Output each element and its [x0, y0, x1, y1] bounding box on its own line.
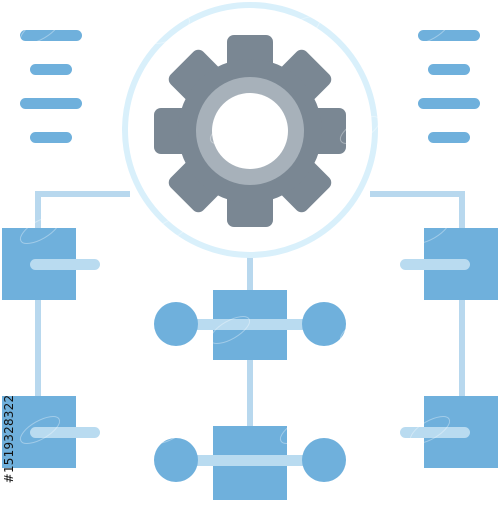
block-left-top-bar: [30, 259, 100, 270]
connector-left: [35, 191, 130, 228]
dash-left-4: [30, 132, 72, 143]
center-dot-left-bottom: [154, 438, 198, 482]
left-block-top: [2, 228, 100, 300]
dash-right-4: [428, 132, 470, 143]
gear-hole: [212, 93, 288, 169]
block-right-top-bar: [400, 259, 470, 270]
left-block-bottom: [2, 396, 100, 468]
center-bar-bottom-front: [198, 455, 302, 466]
center-dot-left-middle: [154, 302, 198, 346]
dash-left-2: [30, 64, 72, 75]
dash-right-3: [418, 98, 480, 109]
left-dashes: [20, 30, 82, 143]
dash-left-1: [20, 30, 82, 41]
icon-canvas: [2, 2, 498, 500]
right-block-bottom: [400, 396, 498, 468]
dash-left-3: [20, 98, 82, 109]
center-dot-right-bottom: [302, 438, 346, 482]
dash-right-2: [428, 64, 470, 75]
stock-id-label: #1519328322: [2, 394, 16, 484]
connector-lines: [35, 191, 465, 426]
center-node-bottom: [154, 426, 346, 500]
gear-icon: [154, 35, 346, 227]
connector-right: [370, 191, 465, 228]
center-node-middle: [154, 290, 346, 360]
block-right-bottom-bar: [400, 427, 470, 438]
block-left-bottom-bar: [30, 427, 100, 438]
right-dashes: [418, 30, 480, 143]
dash-right-1: [418, 30, 480, 41]
center-bar-middle-front: [198, 319, 302, 330]
right-block-top: [400, 228, 498, 300]
center-dot-right-middle: [302, 302, 346, 346]
workflow-gear-icon: #1519328322: [2, 2, 500, 500]
